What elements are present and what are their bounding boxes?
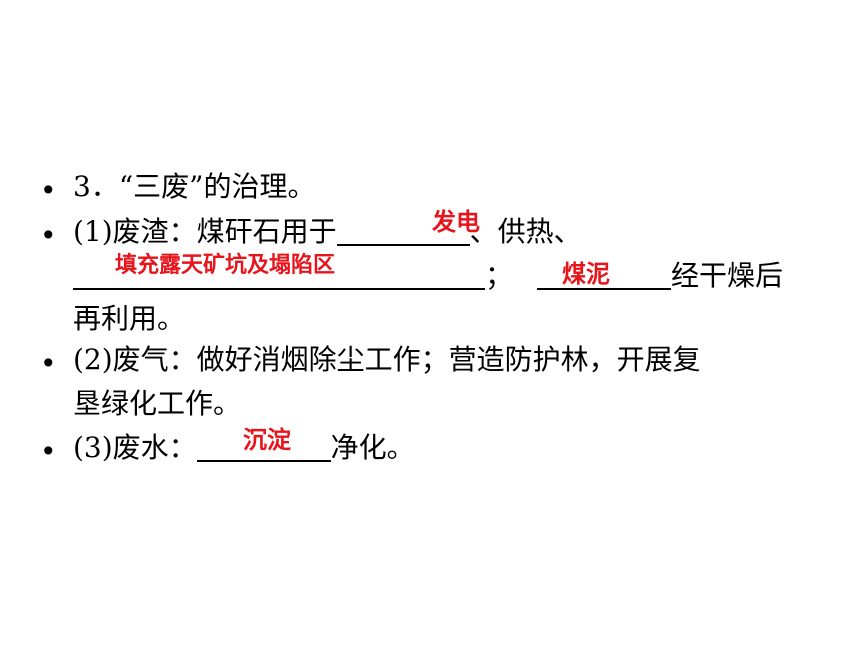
item3-prefix: (3)废水：: [73, 431, 197, 464]
item2-text: (2)废气：做好消烟除尘工作；营造防护林，开展复: [73, 343, 701, 376]
item2-line2: 垦绿化工作。: [73, 390, 241, 418]
item1-line3: 再利用。: [73, 305, 185, 333]
answer-blank-1: 发电: [432, 208, 480, 236]
blank-2[interactable]: [73, 262, 485, 290]
item1-line2: ； 经干燥后: [73, 262, 783, 290]
item1-after-blank3: 经干燥后: [671, 259, 784, 292]
item1-after-blank1: 、供热、: [469, 215, 582, 248]
heading-line: 3．“三废”的治理。: [73, 173, 315, 201]
item3-line: (3)废水： 净化。: [73, 434, 415, 462]
bullet-marker: •: [40, 347, 57, 380]
item1-line1: (1)废渣：煤矸石用于 、供热、: [73, 218, 582, 246]
answer-blank-4: 沉淀: [243, 426, 291, 454]
answer-blank-3: 煤泥: [562, 260, 610, 288]
item1-prefix: (1)废渣：煤矸石用于: [73, 215, 337, 248]
bullet-marker: •: [40, 219, 57, 252]
item3-suffix: 净化。: [330, 431, 415, 464]
blank-1[interactable]: [336, 218, 470, 246]
item1-after-blank2: ；: [485, 259, 514, 292]
item2-line1: (2)废气：做好消烟除尘工作；营造防护林，开展复: [73, 346, 701, 374]
answer-blank-2: 填充露天矿坑及塌陷区: [115, 253, 336, 278]
blank-3[interactable]: [537, 262, 672, 290]
item1-continuation: 再利用。: [73, 302, 186, 335]
item2-continuation: 垦绿化工作。: [73, 387, 242, 420]
section-heading: 3．“三废”的治理。: [73, 170, 316, 203]
blank-4[interactable]: [196, 434, 331, 462]
bullet-marker: •: [40, 435, 57, 468]
bullet-marker: •: [40, 174, 57, 207]
